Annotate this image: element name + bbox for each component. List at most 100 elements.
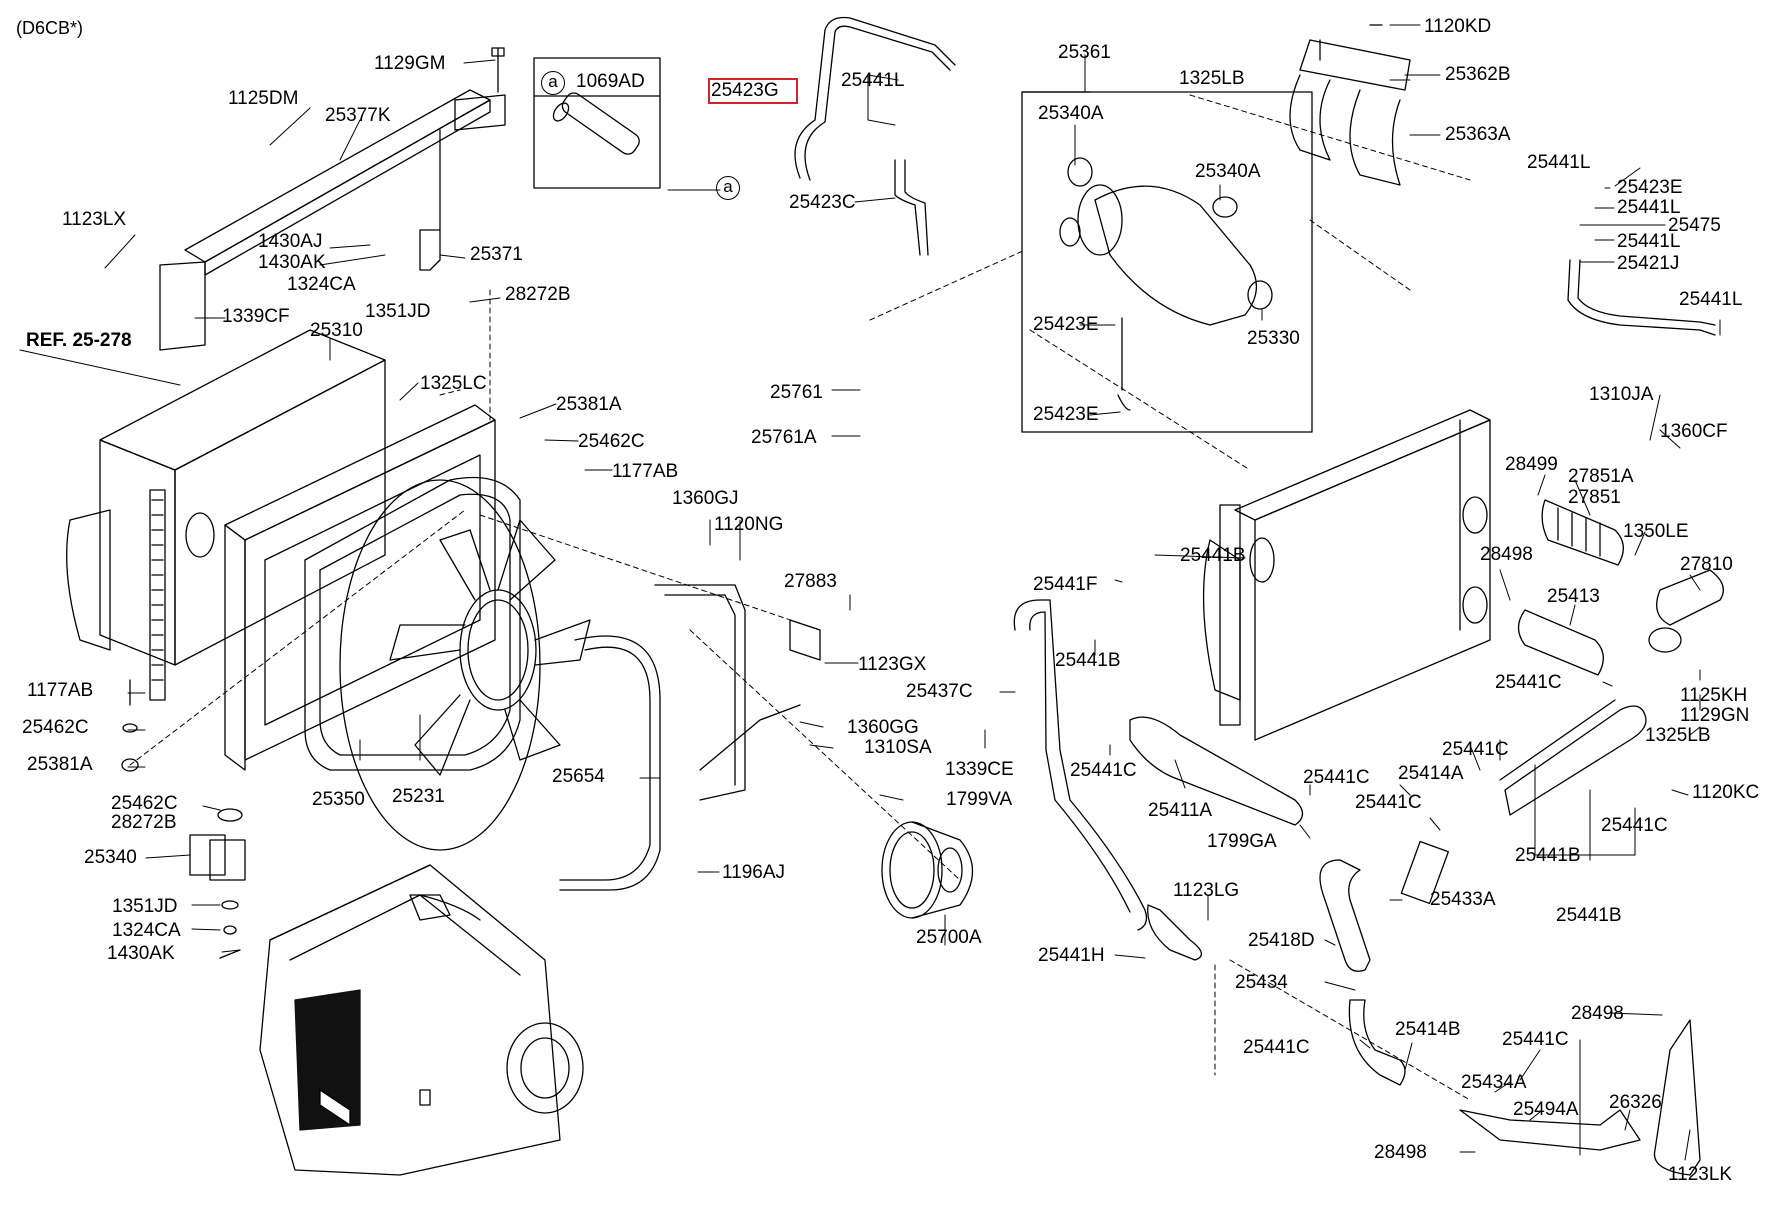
part-label[interactable]: 25231 <box>392 786 445 807</box>
part-label[interactable]: 1120KC <box>1692 782 1760 803</box>
part-label[interactable]: 25340A <box>1195 161 1261 182</box>
part-label[interactable]: 1120KD <box>1424 16 1492 37</box>
part-label[interactable]: 25462C <box>111 793 178 814</box>
part-label[interactable]: 25441B <box>1556 905 1622 926</box>
part-label[interactable]: 25441C <box>1355 792 1422 813</box>
part-label[interactable]: 1324CA <box>112 920 181 941</box>
part-label[interactable]: 1325LB <box>1645 725 1711 746</box>
part-label[interactable]: 25310 <box>310 320 363 341</box>
part-label[interactable]: 1129GM <box>374 53 446 74</box>
part-label[interactable]: 25441C <box>1070 760 1137 781</box>
part-label[interactable]: 25441F <box>1033 574 1098 595</box>
part-label[interactable]: 25423E <box>1033 314 1099 335</box>
part-label[interactable]: 25441B <box>1180 545 1246 566</box>
part-label[interactable]: 28498 <box>1571 1003 1624 1024</box>
part-label[interactable]: 25421J <box>1617 253 1680 274</box>
part-label[interactable]: 1350LE <box>1623 521 1689 542</box>
part-label[interactable]: 25381A <box>27 754 93 775</box>
part-label[interactable]: 27810 <box>1680 554 1733 575</box>
part-label[interactable]: 25330 <box>1247 328 1300 349</box>
part-label[interactable]: 1339CE <box>945 759 1014 780</box>
part-label[interactable]: 1129GN <box>1680 705 1750 726</box>
part-label[interactable]: 1177AB <box>612 461 679 482</box>
part-label[interactable]: 1325LB <box>1179 68 1245 89</box>
part-label[interactable]: 25381A <box>556 394 622 415</box>
part-label[interactable]: 25423C <box>789 192 856 213</box>
part-label[interactable]: 25761 <box>770 382 823 403</box>
part-label[interactable]: 25441C <box>1303 767 1370 788</box>
part-label[interactable]: 28272B <box>505 284 571 305</box>
part-label[interactable]: 27851A <box>1568 466 1634 487</box>
part-label[interactable]: 1123LG <box>1173 880 1240 901</box>
part-label[interactable]: 25462C <box>578 431 645 452</box>
part-label[interactable]: 25434 <box>1235 972 1288 993</box>
part-label[interactable]: 28499 <box>1505 454 1558 475</box>
part-label[interactable]: 1123LX <box>62 209 127 230</box>
part-label[interactable]: 25441C <box>1243 1037 1310 1058</box>
part-label[interactable]: 25441C <box>1601 815 1668 836</box>
part-label[interactable]: 25494A <box>1513 1099 1579 1120</box>
part-label[interactable]: 1351JD <box>365 301 431 322</box>
part-label[interactable]: 1339CF <box>222 306 290 327</box>
part-label[interactable]: 1351JD <box>112 896 178 917</box>
part-label[interactable]: 25350 <box>312 789 365 810</box>
part-label[interactable]: 25700A <box>916 927 982 948</box>
part-label[interactable]: 1430AJ <box>258 231 323 252</box>
part-label[interactable]: 25441L <box>1679 289 1743 310</box>
part-label[interactable]: 25462C <box>22 717 89 738</box>
part-label[interactable]: 25441B <box>1515 845 1581 866</box>
part-label[interactable]: 1360CF <box>1660 421 1728 442</box>
part-label[interactable]: 1430AK <box>107 943 175 964</box>
part-label[interactable]: 1123GX <box>858 654 927 675</box>
part-label[interactable]: 1125KH <box>1680 685 1748 706</box>
part-label[interactable]: 1324CA <box>287 274 356 295</box>
part-label[interactable]: 1325LC <box>420 373 487 394</box>
part-label[interactable]: 25340 <box>84 847 137 868</box>
part-label[interactable]: 25441L <box>1617 231 1681 252</box>
part-label[interactable]: 25441H <box>1038 945 1105 966</box>
part-label[interactable]: 25441C <box>1502 1029 1569 1050</box>
part-label[interactable]: 25654 <box>552 766 605 787</box>
part-label[interactable]: 1360GJ <box>672 488 739 509</box>
part-label[interactable]: 25441L <box>841 70 905 91</box>
part-label[interactable]: 28498 <box>1480 544 1533 565</box>
part-label[interactable]: 25414A <box>1398 763 1464 784</box>
part-label[interactable]: 1177AB <box>27 680 94 701</box>
part-label[interactable]: 1120NG <box>714 514 784 535</box>
part-label[interactable]: 1799VA <box>946 789 1013 810</box>
part-label[interactable]: 25475 <box>1668 215 1721 236</box>
part-label[interactable]: 26326 <box>1609 1092 1662 1113</box>
part-label[interactable]: 25377K <box>325 105 391 126</box>
part-label[interactable]: 25371 <box>470 244 523 265</box>
part-label[interactable]: 25363A <box>1445 124 1511 145</box>
part-label[interactable]: 25761A <box>751 427 817 448</box>
part-label[interactable]: 27883 <box>784 571 837 592</box>
part-label[interactable]: 28272B <box>111 812 177 833</box>
part-label[interactable]: 25434A <box>1461 1072 1527 1093</box>
part-label[interactable]: 1196AJ <box>722 862 786 883</box>
part-label[interactable]: 1799GA <box>1207 831 1277 852</box>
part-label[interactable]: 1310JA <box>1589 384 1654 405</box>
part-label-highlighted[interactable]: 25423G <box>711 80 779 101</box>
part-label[interactable]: 25437C <box>906 681 973 702</box>
part-label[interactable]: 1310SA <box>864 737 932 758</box>
part-label[interactable]: 25418D <box>1248 930 1315 951</box>
part-label[interactable]: 25441C <box>1495 672 1562 693</box>
part-label[interactable]: 1360GG <box>847 717 919 738</box>
part-label[interactable]: 25441C <box>1442 739 1509 760</box>
part-label[interactable]: 25441L <box>1617 197 1681 218</box>
part-label[interactable]: 25411A <box>1148 800 1213 821</box>
part-label[interactable]: 25414B <box>1395 1019 1461 1040</box>
part-label[interactable]: 27851 <box>1568 487 1621 508</box>
part-label[interactable]: 25441B <box>1055 650 1121 671</box>
part-label[interactable]: 25423E <box>1033 404 1099 425</box>
part-label[interactable]: 28498 <box>1374 1142 1427 1163</box>
part-label[interactable]: 1125DM <box>228 88 299 109</box>
part-label[interactable]: 1430AK <box>258 252 326 273</box>
part-label[interactable]: 25361 <box>1058 42 1111 63</box>
part-label[interactable]: 25362B <box>1445 64 1511 85</box>
part-label[interactable]: 25433A <box>1430 889 1496 910</box>
part-label[interactable]: 25441L <box>1527 152 1591 173</box>
part-label[interactable]: 25340A <box>1038 103 1104 124</box>
part-label[interactable]: 1123LK <box>1668 1164 1733 1185</box>
